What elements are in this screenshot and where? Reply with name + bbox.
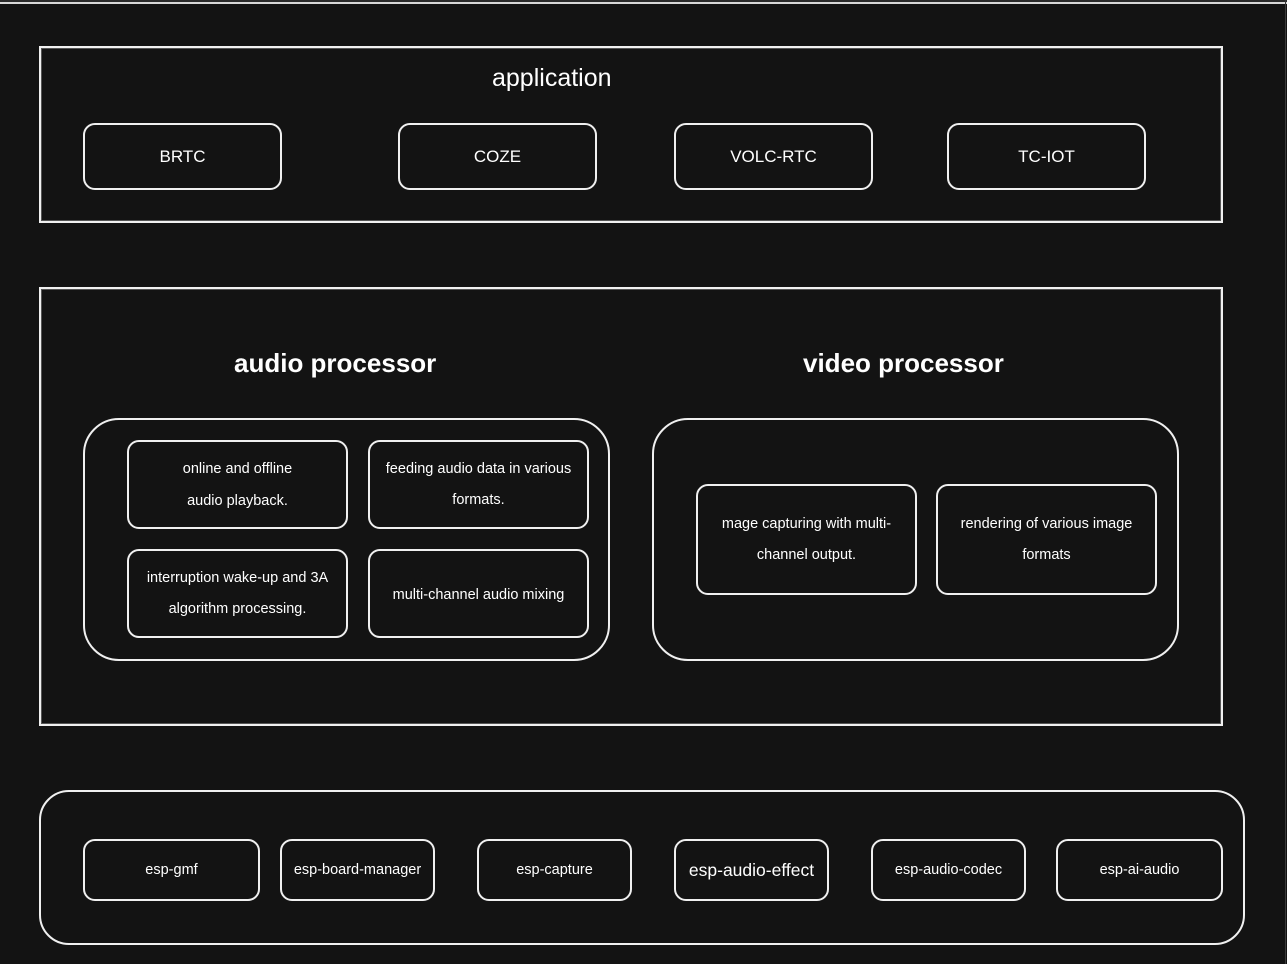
component-esp-board-manager[interactable]: esp-board-manager [280,839,435,901]
feature-label: feeding audio data in various formats. [385,460,572,508]
app-item-label: COZE [473,146,522,166]
feature-label: rendering of various image formats [960,515,1133,563]
audio-feature-wakeup-3a[interactable]: interruption wake-up and 3A algorithm pr… [127,549,348,638]
component-label: esp-ai-audio [1099,862,1180,878]
app-item-label: VOLC-RTC [730,146,817,166]
right-edge-line [1285,0,1286,964]
application-layer [39,46,1223,223]
app-item-label: BRTC [159,146,206,166]
app-item-brtc[interactable]: BRTC [83,123,282,190]
feature-label: interruption wake-up and 3A algorithm pr… [146,569,329,617]
component-esp-gmf[interactable]: esp-gmf [83,839,260,901]
component-esp-audio-codec[interactable]: esp-audio-codec [871,839,1026,901]
audio-processor-group [83,418,610,661]
video-feature-rendering[interactable]: rendering of various image formats [936,484,1157,595]
component-label: esp-capture [516,862,593,878]
component-label: esp-audio-codec [894,862,1003,878]
component-esp-audio-effect[interactable]: esp-audio-effect [674,839,829,901]
component-esp-ai-audio[interactable]: esp-ai-audio [1056,839,1223,901]
component-label: esp-audio-effect [688,859,815,880]
app-item-coze[interactable]: COZE [398,123,597,190]
feature-label: mage capturing with multi- channel outpu… [721,515,892,563]
components-layer [39,790,1245,945]
audio-feature-mixing[interactable]: multi-channel audio mixing [368,549,589,638]
video-processor-group [652,418,1179,661]
application-title: application [492,64,612,92]
audio-feature-playback[interactable]: online and offline audio playback. [127,440,348,529]
top-border-strip [0,0,1287,2]
app-item-label: TC-IOT [1018,146,1075,166]
audio-feature-feeding[interactable]: feeding audio data in various formats. [368,440,589,529]
component-label: esp-board-manager [293,862,422,878]
video-processor-title: video processor [803,348,1004,378]
feature-label: multi-channel audio mixing [392,587,565,603]
audio-processor-title: audio processor [234,348,437,378]
component-label: esp-gmf [145,862,198,878]
component-esp-capture[interactable]: esp-capture [477,839,632,901]
app-item-volc-rtc[interactable]: VOLC-RTC [674,123,873,190]
video-feature-capturing[interactable]: mage capturing with multi- channel outpu… [696,484,917,595]
app-item-tc-iot[interactable]: TC-IOT [947,123,1146,190]
feature-label: online and offline audio playback. [182,460,293,509]
processor-layer [39,287,1223,726]
top-divider-line [0,2,1287,4]
